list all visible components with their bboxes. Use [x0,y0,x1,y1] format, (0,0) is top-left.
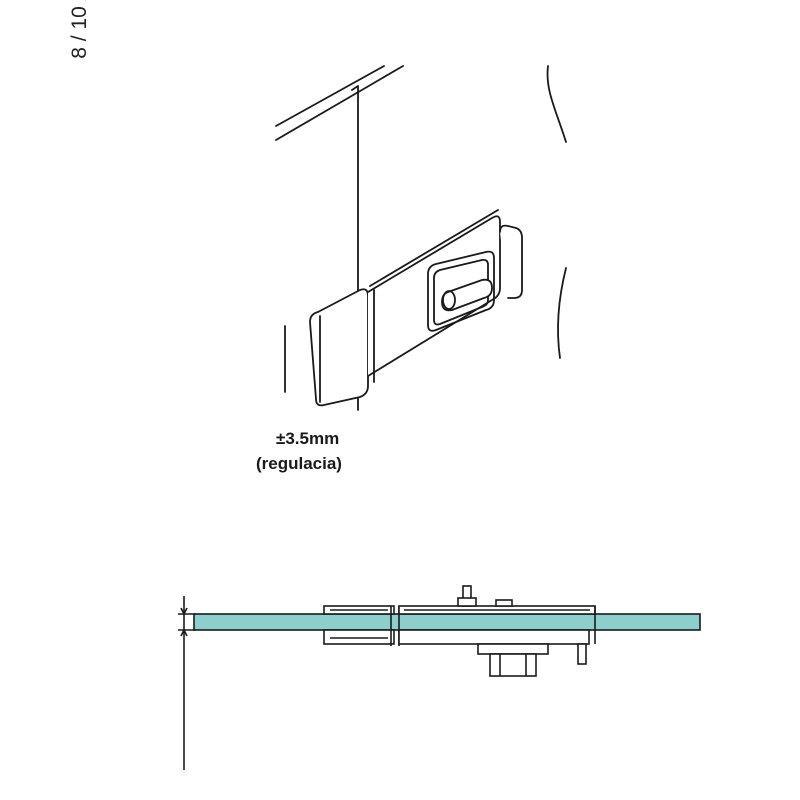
frame-top-line-1 [275,65,385,127]
glass-thickness-label: 8 / 10 / 12 [68,0,91,59]
cylinder-flange [477,643,549,655]
cylinder-body [489,653,537,677]
glass-edge-right-top [546,65,567,143]
lock-body-top-face [369,209,499,287]
top-pin-base [457,597,477,607]
glass-pane [193,613,701,631]
dim-arrow-bottom [180,628,188,637]
strike-clamp-bottom [323,629,395,645]
adjustment-note-label: (regulacia) [256,454,342,473]
frame-top-line-2 [275,65,404,141]
top-stud [495,599,513,607]
lock-end-cap [499,224,523,299]
lock-clamp-bottom [398,629,590,645]
glass-edge-right-bottom [557,267,567,359]
adjustment-value-label: ±3.5mm [276,429,340,448]
strike-plate [309,288,369,407]
knob-housing [427,250,495,332]
knob-housing-inner [433,258,489,326]
dim-arrow-top [180,607,188,616]
knob-end [442,290,456,310]
side-pin [577,643,587,665]
